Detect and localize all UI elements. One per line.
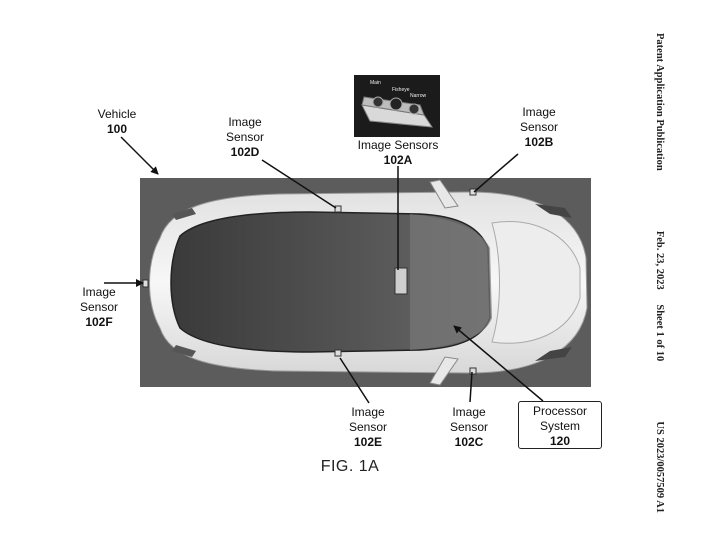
sensor-102f-line1: Image xyxy=(82,285,116,299)
sensor-102d-number: 102D xyxy=(230,145,260,159)
vehicle-label-number: 100 xyxy=(106,122,128,136)
sensor-102b-line2: Sensor xyxy=(519,120,559,134)
patent-date: Feb. 23, 2023 xyxy=(654,230,666,290)
patent-sheet: Sheet 1 of 10 xyxy=(654,304,666,362)
processor-number: 120 xyxy=(549,434,571,448)
sensor-102c-line2: Sensor xyxy=(449,420,489,434)
sensor-102e-leader xyxy=(339,357,370,404)
sensor-102b-leader xyxy=(473,153,519,193)
sensor-102d-line1: Image xyxy=(228,115,262,129)
sensor-102c-line1: Image xyxy=(452,405,486,419)
inset-label-narrow: Narrow xyxy=(410,93,427,99)
sensor-102c-label: Image Sensor 102C xyxy=(438,405,500,450)
sensor-102d-line2: Sensor xyxy=(225,130,265,144)
camera-module-inset-photo: Main Fisheye Narrow xyxy=(354,75,440,137)
sensor-102a-line1: Image Sensors xyxy=(357,138,439,152)
processor-line1: Processor xyxy=(532,404,588,418)
processor-line2: System xyxy=(539,419,580,433)
sensor-102e-line1: Image xyxy=(351,405,385,419)
sensor-102e-number: 102E xyxy=(353,435,383,449)
patent-header: Patent Application Publication Feb. 23, … xyxy=(652,33,668,513)
vehicle-label: Vehicle 100 xyxy=(86,107,148,137)
sensor-102b-label: Image Sensor 102B xyxy=(508,105,570,150)
vehicle-top-view-photo xyxy=(140,178,591,387)
inset-label-main: Main xyxy=(370,80,381,86)
processor-system-box: Processor System 120 xyxy=(518,401,602,449)
sensor-102f-label: Image Sensor 102F xyxy=(68,285,130,330)
sensor-102d-leader xyxy=(261,159,337,209)
sensor-102d-label: Image Sensor 102D xyxy=(214,115,276,160)
figure-caption: FIG. 1A xyxy=(320,458,380,475)
sensor-102f-number: 102F xyxy=(85,315,113,329)
sensor-102b-number: 102B xyxy=(524,135,554,149)
sensor-102a-number: 102A xyxy=(383,153,413,167)
sensor-102c-number: 102C xyxy=(454,435,484,449)
processor-arrow xyxy=(453,325,544,402)
patent-number: US 2023/0057509 A1 xyxy=(654,421,666,513)
sensor-102e-line2: Sensor xyxy=(348,420,388,434)
vehicle-arrow xyxy=(120,136,159,175)
sensor-102f-line2: Sensor xyxy=(79,300,119,314)
vehicle-label-text: Vehicle xyxy=(97,107,137,121)
sensor-102a-label: Image Sensors 102A xyxy=(346,138,450,168)
patent-publication-title: Patent Application Publication xyxy=(654,33,666,171)
sensor-102c-leader xyxy=(469,371,473,403)
sensor-102e-label: Image Sensor 102E xyxy=(337,405,399,450)
inset-label-fisheye: Fisheye xyxy=(392,87,410,93)
sensor-102b-line1: Image xyxy=(522,105,556,119)
